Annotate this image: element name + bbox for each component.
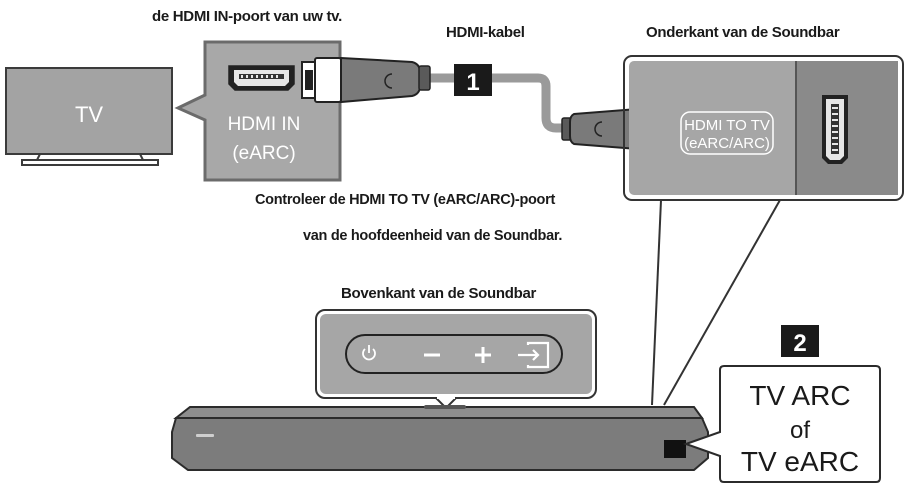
- tv-hdmi-port-label: de HDMI IN-poort van uw tv.: [152, 8, 342, 25]
- step-1-marker: 1: [454, 64, 492, 96]
- step-2-number: 2: [793, 330, 806, 357]
- soundbar-port-line1: HDMI TO TV: [684, 117, 770, 134]
- callout-line-right: [663, 199, 781, 406]
- display-callout: TV ARC of TV eARC: [682, 365, 881, 483]
- soundbar-top-label: Bovenkant van de Soundbar: [341, 285, 537, 302]
- display-line3: TV eARC: [741, 446, 859, 477]
- callout-line-left: [651, 199, 662, 406]
- hdmi-cable-label: HDMI-kabel: [446, 24, 525, 41]
- soundbar-port-line2: (eARC/ARC): [684, 135, 770, 152]
- step-1-number: 1: [466, 69, 479, 96]
- soundbar-body: [171, 405, 709, 471]
- soundbar-hdmi-port-icon: [822, 95, 848, 164]
- check-port-line2: van de hoofdeenheid van de Soundbar.: [303, 228, 563, 244]
- soundbar-bottom-label: Onderkant van de Soundbar: [646, 24, 840, 41]
- soundbar-top-control-panel: [315, 309, 597, 410]
- soundbar-bottom-panel: HDMI TO TV (eARC/ARC): [623, 55, 904, 201]
- plus-icon: [475, 347, 491, 363]
- display-line1: TV ARC: [749, 380, 850, 411]
- source-input-icon: [518, 341, 550, 369]
- hdmi-plug-tv-end: [301, 56, 431, 104]
- power-icon: [362, 345, 376, 361]
- tv-hdmi-callout: HDMI IN (eARC): [174, 40, 342, 182]
- tv-port-line1: HDMI IN: [228, 114, 301, 135]
- step-2-marker: 2: [781, 325, 819, 357]
- check-port-line1: Controleer de HDMI TO TV (eARC/ARC)-poor…: [255, 192, 555, 208]
- tv-label: TV: [75, 102, 103, 127]
- hdmi-cable-wire: [423, 73, 573, 133]
- tv-hdmi-port-icon: [228, 65, 295, 91]
- tv-port-line2: (eARC): [232, 143, 295, 164]
- tv-illustration: TV: [5, 67, 173, 166]
- display-line2: of: [790, 417, 810, 444]
